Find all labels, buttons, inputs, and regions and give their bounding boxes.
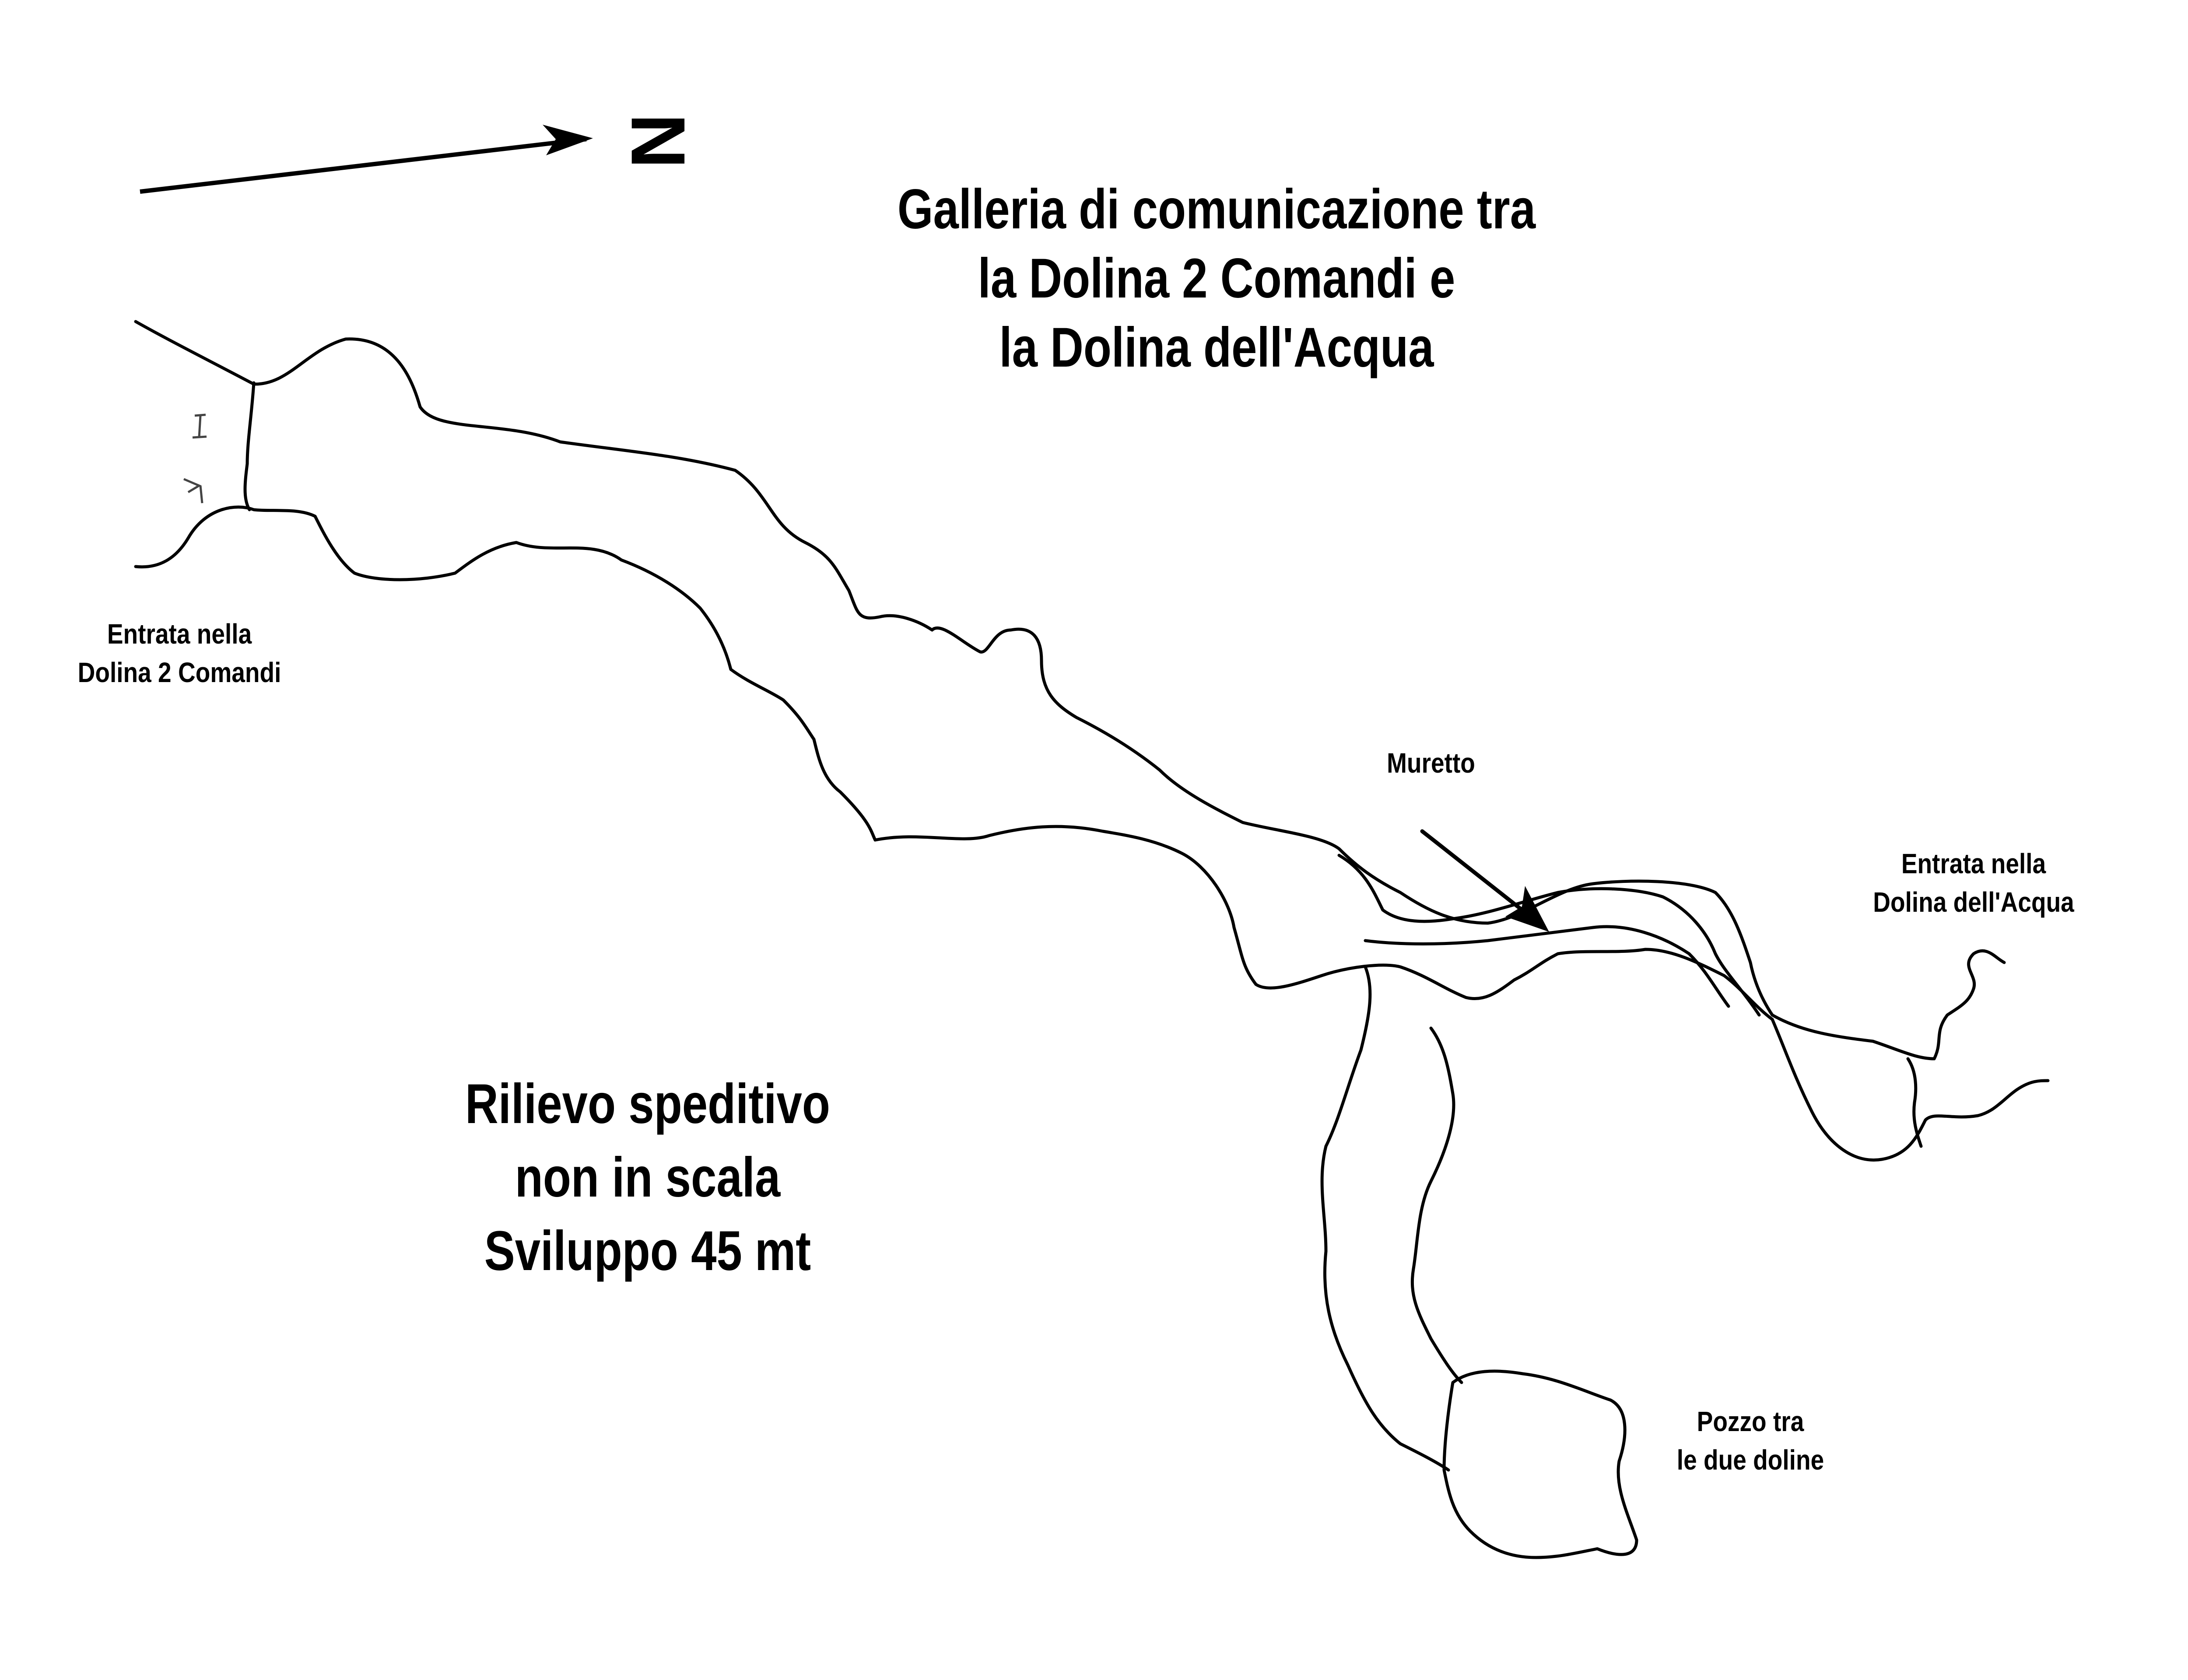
label-entrance-west-line-2: Dolina 2 Comandi bbox=[77, 657, 281, 688]
gallery-lower-wall bbox=[134, 505, 1774, 1021]
diagram-title: Galleria di comunicazione tra la Dolina … bbox=[894, 175, 1539, 382]
label-shaft: Pozzo tra le due doline bbox=[1664, 1402, 1837, 1479]
label-entrance-west: Entrata nella Dolina 2 Comandi bbox=[70, 615, 289, 692]
title-line-1: Galleria di comunicazione tra bbox=[897, 178, 1536, 241]
label-entrance-east: Entrata nella Dolina dell'Acqua bbox=[1865, 844, 2083, 921]
survey-info: Rilievo speditivo non in scala Sviluppo … bbox=[432, 1068, 863, 1288]
info-line-1: Rilievo speditivo bbox=[465, 1073, 831, 1135]
label-entrance-east-line-1: Entrata nella bbox=[1901, 848, 2046, 879]
label-shaft-line-1: Pozzo tra bbox=[1697, 1406, 1804, 1437]
label-entrance-east-line-2: Dolina dell'Acqua bbox=[1873, 886, 2074, 918]
entrance-east-line bbox=[1906, 1057, 1923, 1148]
info-line-2: non in scala bbox=[515, 1146, 781, 1209]
north-label: N bbox=[615, 113, 701, 169]
wall-arrow bbox=[1420, 829, 1538, 923]
label-shaft-line-2: le due doline bbox=[1676, 1444, 1824, 1476]
branch-left-wall bbox=[1320, 965, 1450, 1472]
label-entrance-west-line-1: Entrata nella bbox=[107, 618, 252, 650]
east-passage-upper bbox=[1771, 949, 2006, 1060]
label-wall-text: Muretto bbox=[1387, 747, 1475, 779]
north-arrow bbox=[140, 125, 593, 194]
wall-arrow-head bbox=[1505, 886, 1549, 932]
survey-marks bbox=[183, 413, 207, 504]
entrance-west-line bbox=[243, 381, 256, 511]
info-line-3: Sviluppo 45 mt bbox=[484, 1220, 811, 1282]
title-line-2: la Dolina 2 Comandi e bbox=[978, 247, 1455, 310]
label-wall: Muretto bbox=[1371, 744, 1491, 782]
title-line-3: la Dolina dell'Acqua bbox=[999, 316, 1434, 379]
shaft-outline bbox=[1442, 1369, 1638, 1559]
east-passage-lower bbox=[1771, 1018, 2050, 1162]
wall-channel-upper bbox=[1337, 854, 1761, 1017]
branch-right-wall bbox=[1410, 1026, 1463, 1384]
wall-channel-lower bbox=[1364, 925, 1730, 1008]
